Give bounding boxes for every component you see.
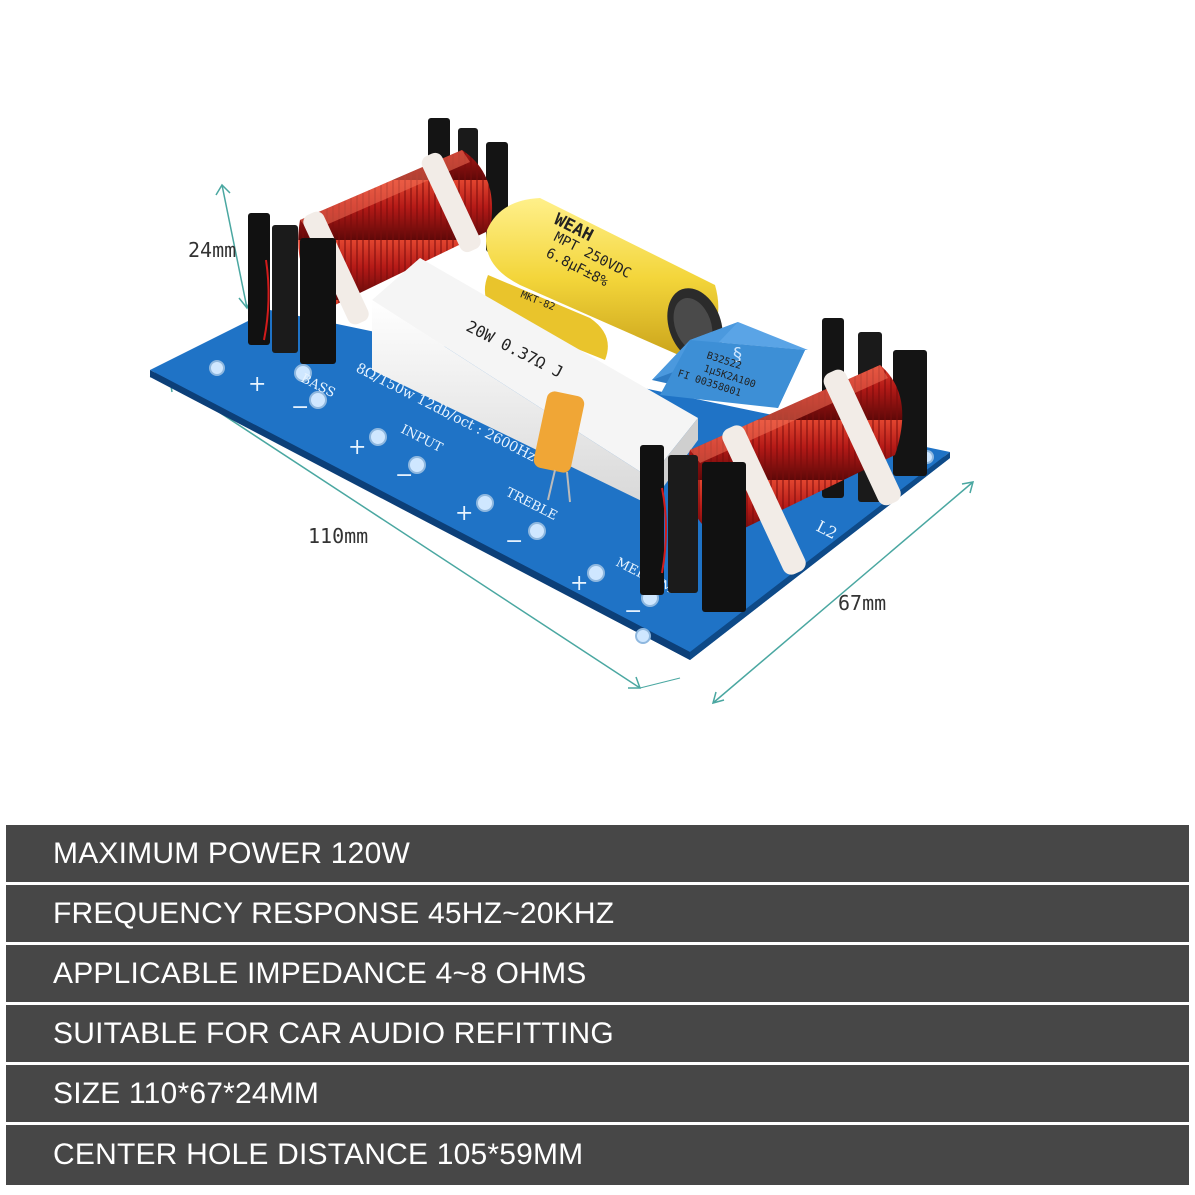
spec-size: SIZE 110*67*24MM xyxy=(53,1076,320,1110)
spec-list: MAXIMUM POWER 120W FREQUENCY RESPONSE 45… xyxy=(6,825,1189,1185)
pcb-plus-sign: + xyxy=(455,501,473,526)
spec-row-hole-distance: CENTER HOLE DISTANCE 105*59MM xyxy=(6,1125,1189,1185)
product-photo: 24mm 110mm 67mm xyxy=(149,118,975,705)
pcb-minus-sign: − xyxy=(505,529,523,554)
spec-row-impedance: APPLICABLE IMPEDANCE 4~8 OHMS xyxy=(6,945,1189,1002)
dimension-length: 110mm xyxy=(149,369,681,689)
spec-application: SUITABLE FOR CAR AUDIO REFITTING xyxy=(53,1016,614,1050)
inductor-coil-left xyxy=(248,118,508,364)
pcb-plus-sign: + xyxy=(570,571,588,596)
spec-row-size: SIZE 110*67*24MM xyxy=(6,1065,1189,1122)
spec-row-max-power: MAXIMUM POWER 120W xyxy=(6,825,1189,882)
inductor-coil-right xyxy=(640,318,927,612)
spec-row-application: SUITABLE FOR CAR AUDIO REFITTING xyxy=(6,1005,1189,1062)
dimension-width-label: 67mm xyxy=(838,591,886,615)
spec-max-power: MAXIMUM POWER 120W xyxy=(53,836,410,870)
spec-frequency-response: FREQUENCY RESPONSE 45HZ~20KHZ xyxy=(53,896,615,930)
spec-hole-distance: CENTER HOLE DISTANCE 105*59MM xyxy=(53,1138,584,1171)
spec-row-frequency: FREQUENCY RESPONSE 45HZ~20KHZ xyxy=(6,885,1189,942)
spec-impedance: APPLICABLE IMPEDANCE 4~8 OHMS xyxy=(53,956,587,990)
blue-cap-logo: § xyxy=(733,344,742,365)
dimension-width: 67mm xyxy=(711,481,975,705)
dimension-length-label: 110mm xyxy=(308,524,368,548)
pcb-minus-sign: − xyxy=(291,395,309,420)
blue-capacitor: § B32522 1μ5K2A100 FI 00358001 xyxy=(652,322,808,408)
dimension-height: 24mm xyxy=(188,183,253,310)
pcb-minus-sign: − xyxy=(395,463,413,488)
pcb-plus-sign: + xyxy=(348,435,366,460)
dimension-height-label: 24mm xyxy=(188,238,236,262)
yellow-capacitor: WEAH MPT 250VDC 6.8μF±8% xyxy=(485,198,723,362)
orange-capacitor xyxy=(533,391,585,503)
pcb-plus-sign: + xyxy=(248,372,266,397)
pcb-minus-sign: − xyxy=(624,599,642,624)
